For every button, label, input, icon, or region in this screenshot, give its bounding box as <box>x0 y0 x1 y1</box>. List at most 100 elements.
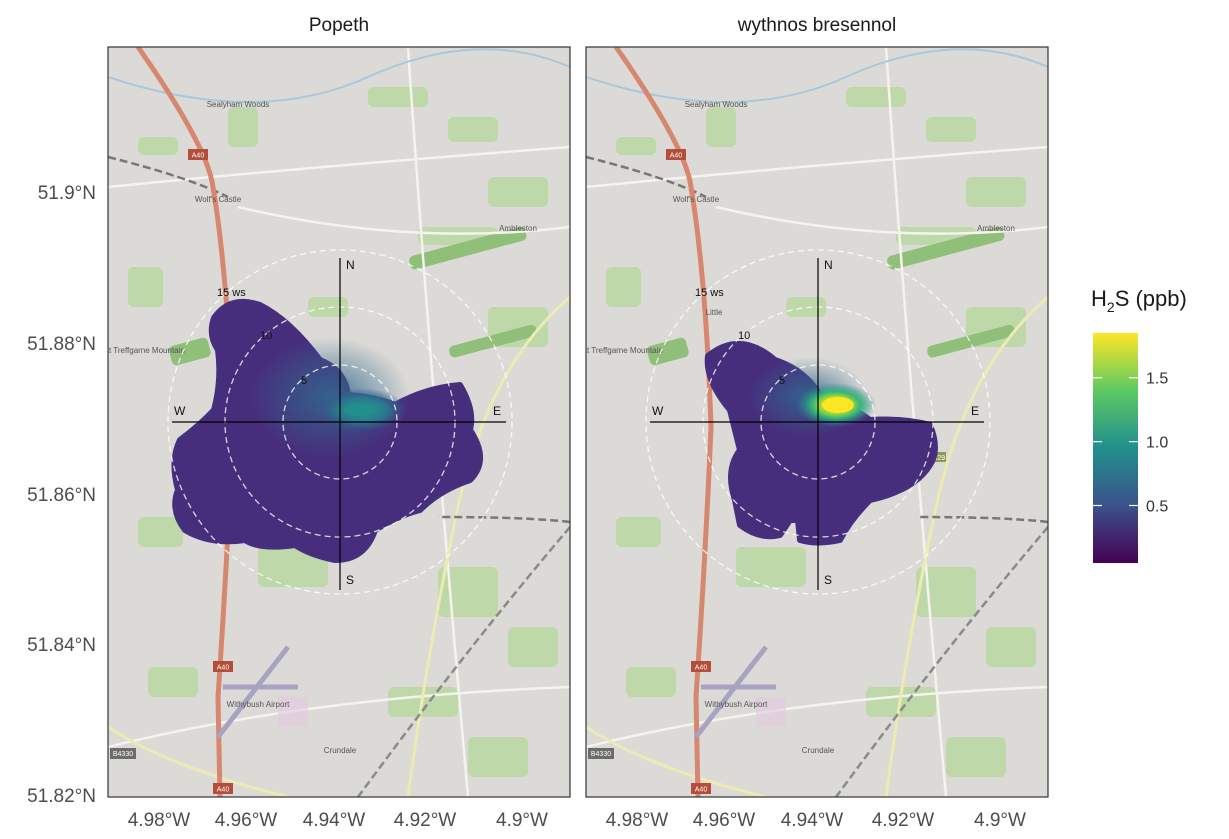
road-shield <box>213 783 233 794</box>
green-area <box>258 547 328 587</box>
green-area <box>946 737 1006 777</box>
compass-south-label: S <box>824 573 832 587</box>
road-shield <box>110 748 136 759</box>
compass-west-label: W <box>174 404 186 418</box>
x-axis-right: 4.98°W 4.96°W 4.94°W 4.92°W 4.9°W <box>606 810 1026 831</box>
green-area <box>138 517 183 547</box>
minor-road <box>108 685 570 749</box>
minor-road <box>237 205 570 235</box>
b-road <box>406 295 570 797</box>
runway <box>694 645 768 739</box>
green-area <box>986 627 1036 667</box>
urban-area <box>278 697 308 727</box>
compass-north-label: N <box>824 258 833 272</box>
green-area <box>128 267 163 307</box>
y-tick-label: 51.9°N <box>38 183 96 204</box>
road-label: B4330 <box>113 751 133 758</box>
minor-road <box>586 685 1048 749</box>
woodland <box>169 337 211 366</box>
road-label: A40 <box>217 787 230 794</box>
road-label: A40 <box>217 665 230 672</box>
legend-tick-label: 0.5 <box>1146 499 1168 516</box>
x-tick-label: 4.96°W <box>693 810 756 831</box>
concentration-peak <box>822 397 854 413</box>
x-tick-label: 4.92°W <box>872 810 935 831</box>
concentration-surface <box>704 340 938 546</box>
legend-title-subscript: 2 <box>1107 299 1115 315</box>
road-shield <box>588 748 614 759</box>
green-area <box>786 297 826 317</box>
place-label: Wolf's Castle <box>195 195 242 204</box>
place-label: Sealyham Woods <box>685 100 748 109</box>
x-tick-label: 4.92°W <box>394 810 457 831</box>
compass-south-label: S <box>346 573 354 587</box>
legend-colorbar <box>1093 333 1138 563</box>
minor-road <box>715 205 1048 235</box>
green-area <box>916 567 976 617</box>
y-tick-label: 51.88°N <box>27 334 96 355</box>
green-area <box>626 667 676 697</box>
woodland <box>409 227 527 270</box>
place-label: Ambleston <box>499 224 537 233</box>
legend-title-rest: S (ppb) <box>1115 286 1187 311</box>
river <box>108 48 570 103</box>
compass-west-label: W <box>652 404 664 418</box>
legend: H2S (ppb) 1.51.00.5 <box>1091 286 1187 563</box>
green-area <box>148 667 198 697</box>
ring-label: 15 ws <box>217 287 246 299</box>
ring-label: 5 <box>779 375 785 387</box>
place-label: Ambleston <box>977 224 1015 233</box>
green-area <box>308 297 348 317</box>
b-road <box>586 725 767 797</box>
railway <box>437 515 570 524</box>
x-axis-left: 4.98°W 4.96°W 4.94°W 4.92°W 4.9°W <box>128 810 548 831</box>
place-label: Little <box>706 308 723 317</box>
green-area <box>926 117 976 142</box>
compass-north-label: N <box>346 258 355 272</box>
road-shield <box>213 661 233 672</box>
ring-label: 10 <box>260 330 272 342</box>
runway <box>216 645 290 739</box>
woodland <box>887 227 1005 270</box>
road-shield <box>691 661 711 672</box>
woodland <box>927 324 1015 358</box>
panel-border <box>585 46 1049 798</box>
green-area <box>228 107 258 147</box>
road-shield <box>188 149 208 160</box>
road-shield <box>666 149 686 160</box>
minor-road <box>108 145 570 189</box>
minor-road <box>406 47 470 797</box>
green-area <box>616 517 661 547</box>
legend-tick-label: 1.5 <box>1146 371 1168 388</box>
compass-east-label: E <box>971 404 979 418</box>
woodland <box>449 324 537 358</box>
legend-ticks: 1.51.00.5 <box>1093 371 1168 516</box>
railway <box>834 526 1048 797</box>
green-area <box>138 137 178 155</box>
railway <box>108 155 229 199</box>
legend-title: H2S (ppb) <box>1091 286 1187 315</box>
x-tick-label: 4.98°W <box>606 810 669 831</box>
facet-title-left: Popeth <box>309 15 369 36</box>
b-road <box>884 295 1048 797</box>
speed-ring <box>645 249 991 595</box>
green-area <box>966 177 1026 207</box>
railway <box>356 526 570 797</box>
green-area <box>508 627 558 667</box>
road-label: B4330 <box>591 751 611 758</box>
facet-title-right: wythnos bresennol <box>737 15 896 36</box>
green-area <box>448 117 498 142</box>
green-area <box>736 547 806 587</box>
road-shield <box>691 783 711 794</box>
panel-border <box>107 46 571 798</box>
minor-road <box>586 145 1048 189</box>
minor-road <box>884 47 948 797</box>
y-tick-label: 51.86°N <box>27 485 96 506</box>
place-label: Great Treffgarne Mountain <box>569 346 663 355</box>
compass-east-label: E <box>493 404 501 418</box>
green-area <box>606 267 641 307</box>
